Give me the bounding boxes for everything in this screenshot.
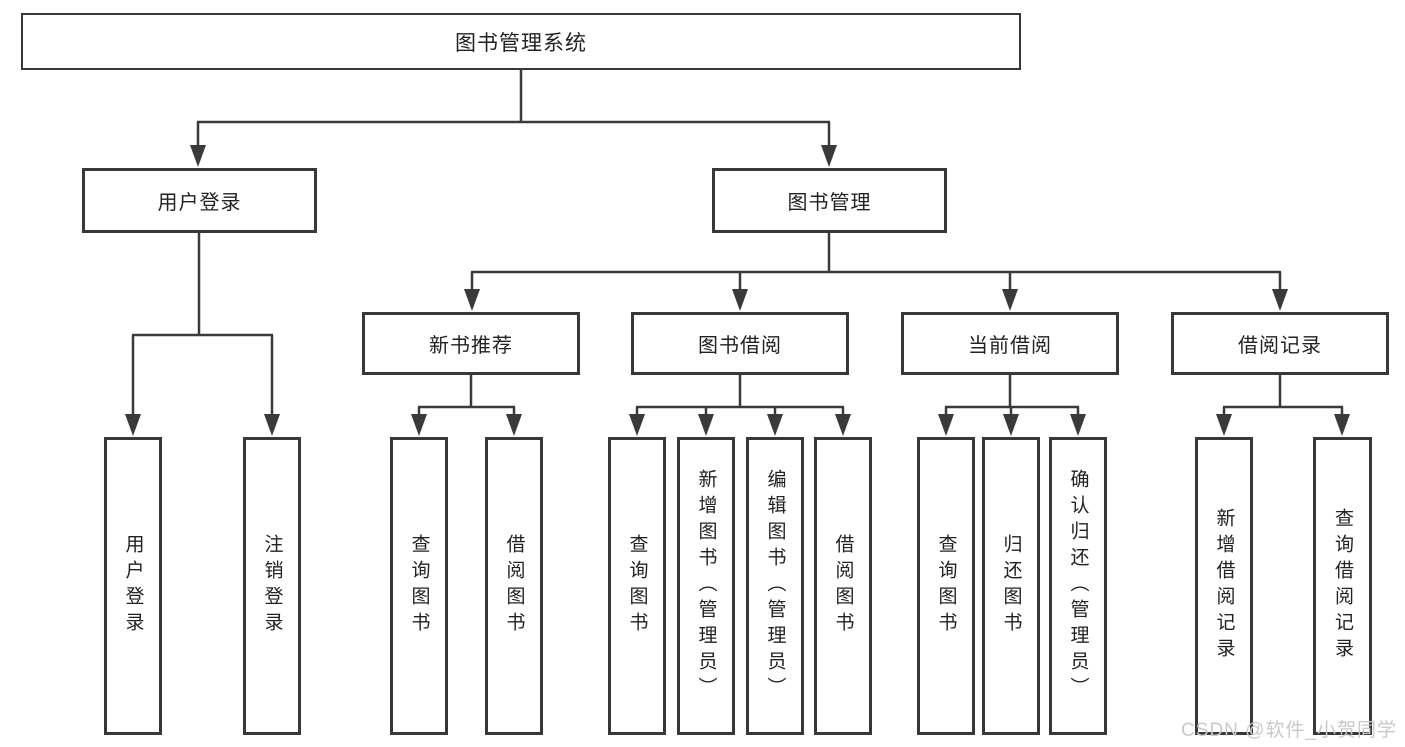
leaf-label: 查询借阅记录: [1332, 508, 1353, 664]
leaf-label: 注销登录: [261, 534, 283, 638]
node-label: 当前借阅: [968, 335, 1052, 357]
node-label: 图书管理: [787, 192, 872, 214]
leaf-label: 编辑图书（管理员）: [764, 469, 786, 703]
node-label: 新书推荐: [429, 335, 513, 357]
csdn-watermark: CSDN @软件_小贺同学: [1181, 720, 1397, 741]
leaf-confirm-return-admin: 确认归还（管理员）: [1049, 437, 1107, 735]
node-label: 图书借阅: [698, 335, 782, 357]
node-user-login: 用户登录: [82, 168, 317, 233]
leaf-label: 新增图书（管理员）: [695, 469, 717, 703]
node-new-book-recommend: 新书推荐: [362, 312, 580, 375]
leaf-add-borrow-record: 新增借阅记录: [1195, 437, 1253, 735]
node-current-borrow: 当前借阅: [901, 312, 1119, 375]
leaf-user-login: 用户登录: [104, 437, 162, 735]
leaf-query-borrow-record: 查询借阅记录: [1313, 437, 1372, 735]
leaf-query-book-1: 查询图书: [390, 437, 448, 735]
node-library-system-root: 图书管理系统: [21, 13, 1021, 70]
leaf-return-book: 归还图书: [982, 437, 1040, 735]
leaf-borrow-book-1: 借阅图书: [485, 437, 543, 735]
leaf-logout: 注销登录: [243, 437, 301, 735]
leaf-label: 查询图书: [935, 534, 957, 638]
leaf-label: 新增借阅记录: [1213, 508, 1235, 664]
node-label: 用户登录: [157, 192, 242, 214]
node-label: 借阅记录: [1238, 335, 1322, 357]
node-label: 图书管理系统: [455, 31, 587, 55]
leaf-edit-book-admin: 编辑图书（管理员）: [746, 437, 804, 735]
leaf-label: 确认归还（管理员）: [1067, 469, 1089, 703]
node-book-borrow: 图书借阅: [631, 312, 849, 375]
leaf-label: 查询图书: [408, 534, 430, 638]
leaf-label: 查询图书: [626, 534, 648, 638]
leaf-query-book-2: 查询图书: [608, 437, 666, 735]
leaf-add-book-admin: 新增图书（管理员）: [677, 437, 735, 735]
node-borrow-record: 借阅记录: [1171, 312, 1389, 375]
leaf-borrow-book-2: 借阅图书: [814, 437, 872, 735]
leaf-query-book-3: 查询图书: [917, 437, 975, 735]
leaf-label: 归还图书: [1000, 534, 1022, 638]
leaf-label: 借阅图书: [832, 534, 854, 638]
node-book-management: 图书管理: [712, 168, 947, 233]
leaf-label: 用户登录: [122, 534, 144, 638]
leaf-label: 借阅图书: [503, 534, 525, 638]
